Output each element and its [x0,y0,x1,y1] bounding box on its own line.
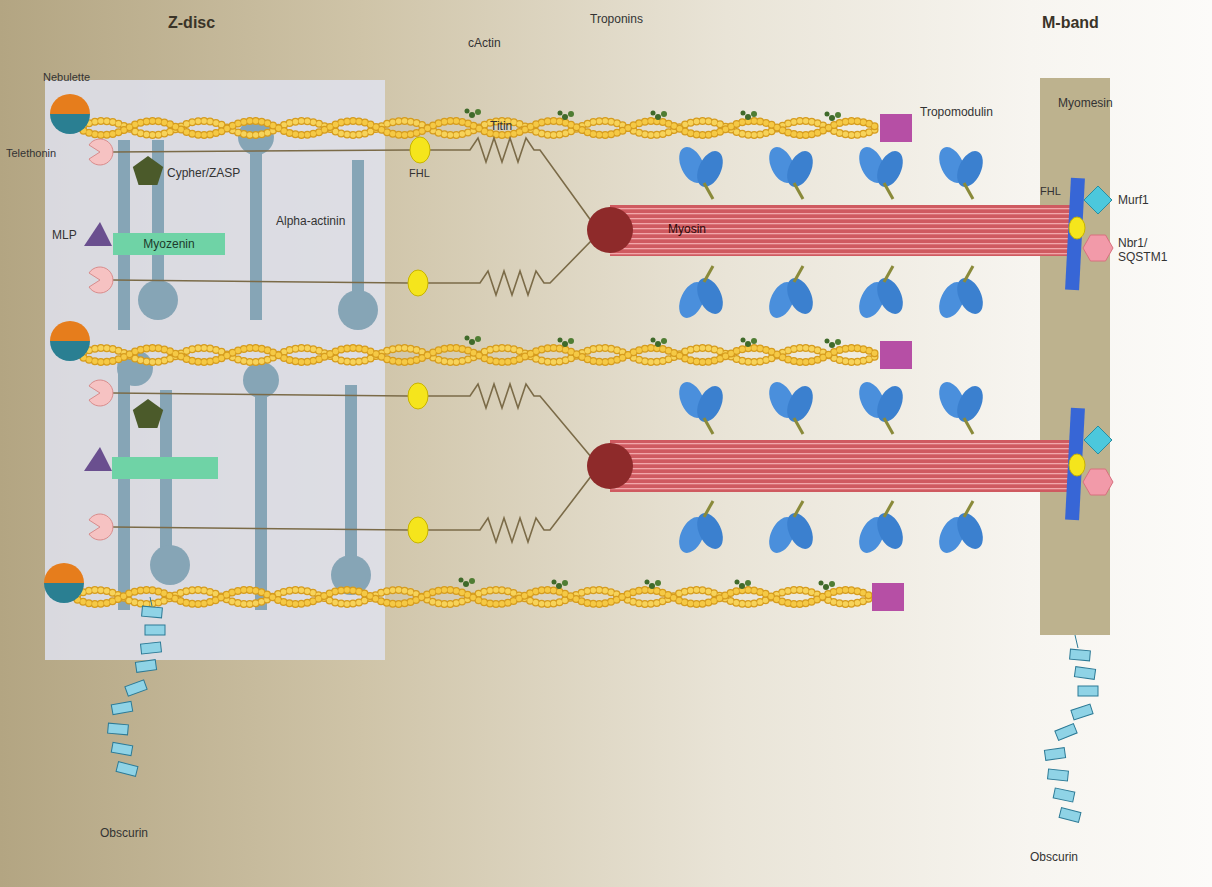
part-label: Tropomodulin [920,105,993,119]
m-band-region: M-band [1040,78,1110,635]
part-label: Nbr1/ SQSTM1 [1118,236,1180,264]
part-label: Nebulette [43,70,90,84]
part-label: Myosin [668,222,706,236]
part-label: Obscurin [1030,850,1078,864]
obscurin-chain [108,597,1098,822]
titin-strand [113,138,592,542]
mlp-symbol [84,222,112,471]
myozenin-box [112,457,218,479]
region-heading: Z-disc [168,14,215,32]
actin-filament [50,321,878,362]
part-label: Alpha-actinin [276,214,345,228]
box-label: Myozenin [143,237,194,251]
part-label: MLP [52,228,77,242]
part-label: Obscurin [100,826,148,840]
region-heading: M-band [1042,14,1099,32]
actin-filament [44,563,872,604]
part-label: Titin [490,119,512,133]
part-label: cActin [468,36,501,50]
telethonin-symbol [89,139,113,540]
part-label: Telethonin [6,146,56,160]
part-label: Murf1 [1118,193,1149,207]
part-label: Troponins [590,12,643,26]
fhl-protein [408,137,430,543]
cypher-zasp-symbol [133,156,163,428]
m-band-proteins [1065,178,1113,521]
actin-filament [50,94,878,135]
part-label: Cypher/ZASP [167,166,240,180]
m-band-region [1040,78,1110,635]
part-label: FHL [409,166,430,180]
part-label: FHL [1040,184,1061,198]
z-disc-region [45,80,385,660]
myozenin-box: Myozenin [113,233,225,255]
myosin-filament [587,205,1078,492]
part-label: Myomesin [1058,96,1113,110]
myosin-heads [674,143,988,557]
